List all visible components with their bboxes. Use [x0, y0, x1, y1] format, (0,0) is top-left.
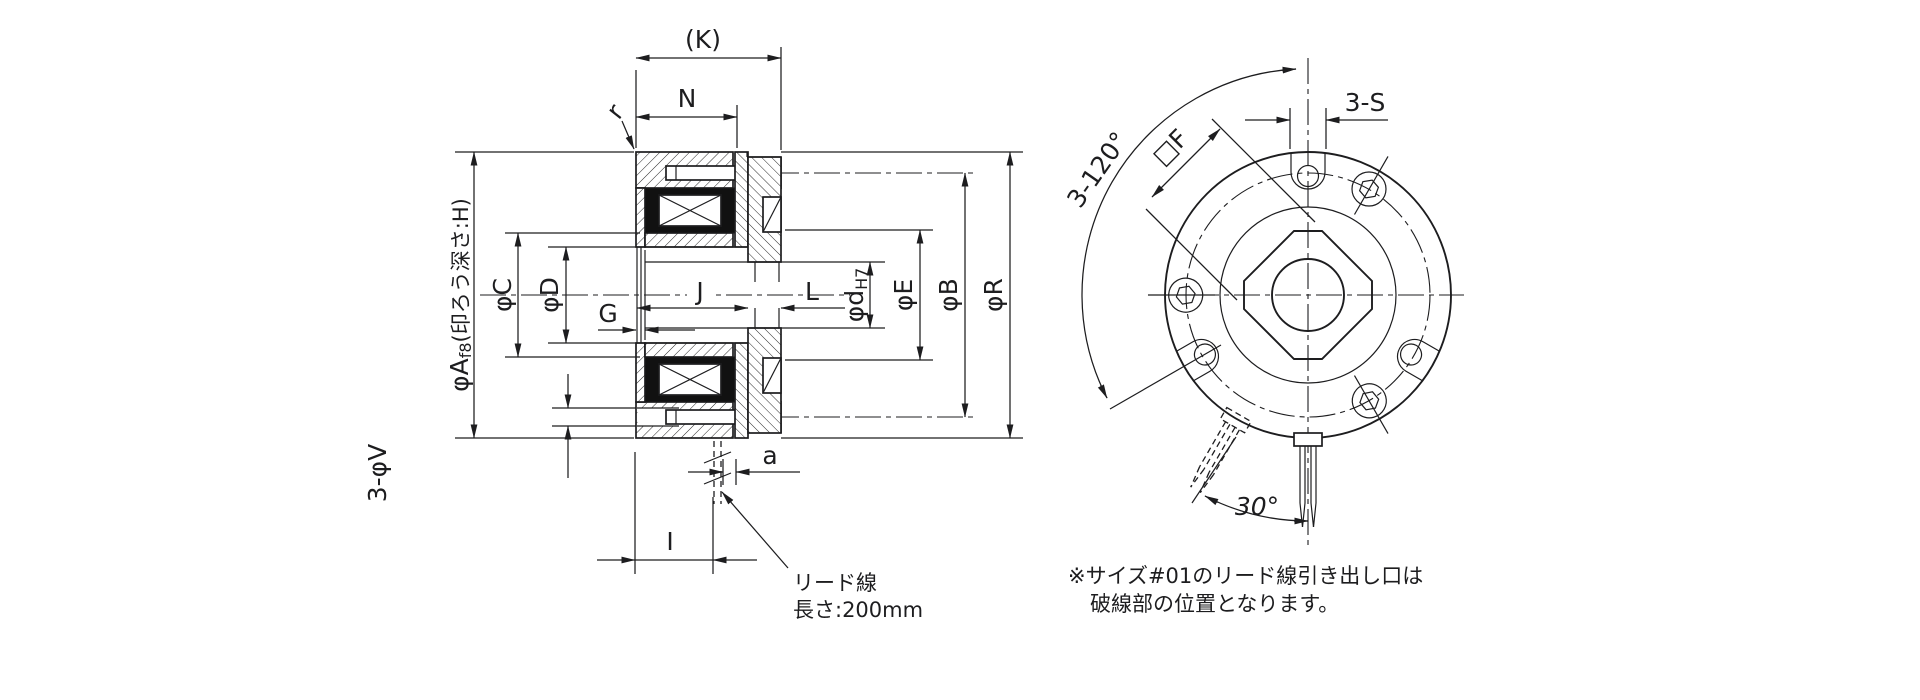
- dim-120-label: 3-120°: [1061, 127, 1134, 213]
- dim-V: 3-φV: [363, 374, 636, 502]
- socket-screw-2: [1351, 375, 1389, 434]
- mount-tab-2: [1396, 338, 1440, 382]
- dim-I-label: I: [666, 527, 673, 556]
- square-hub: [1243, 230, 1373, 360]
- section-view: (K) N r φAf8(印ろう深さ:H) φC: [363, 25, 1023, 622]
- dim-R: φR: [781, 151, 1023, 439]
- lead-note-line2: 長さ:200mm: [793, 598, 923, 622]
- dim-d-label: φdH7: [840, 268, 871, 323]
- radial-line-210: [1109, 344, 1222, 410]
- front-view: 3-120° □F 3-S: [1061, 58, 1464, 545]
- dim-S: 3-S: [1245, 88, 1388, 149]
- dim-V-label: 3-φV: [363, 444, 392, 503]
- footnote: ※サイズ#01のリード線引き出し口は 破線部の位置となります。: [1068, 564, 1423, 616]
- footnote-line2: 破線部の位置となります。: [1090, 592, 1339, 616]
- dim-N-label: N: [678, 84, 697, 113]
- dim-r: r: [600, 98, 635, 150]
- rotor-flange: [746, 152, 782, 434]
- bore-lines: [636, 246, 885, 344]
- center-bore: [1271, 258, 1345, 332]
- dim-L-label: L: [805, 277, 819, 306]
- dim-G: G: [598, 299, 695, 334]
- dim-J-label: J: [694, 277, 703, 306]
- dim-G-label: G: [598, 299, 617, 328]
- dim-I: I: [597, 452, 757, 574]
- dim-B-label: φB: [934, 278, 963, 312]
- dim-E: φE: [785, 229, 933, 361]
- dim-d: φdH7: [840, 261, 874, 329]
- lead-wire-note: リード線 長さ:200mm: [721, 491, 923, 622]
- lead-wires-solid: [1293, 432, 1323, 528]
- dim-30: 30°: [1191, 436, 1309, 525]
- dim-D: φD: [535, 246, 636, 344]
- dim-r-label: r: [600, 98, 630, 125]
- dim-30-label: 30°: [1235, 492, 1279, 521]
- dim-L: L: [780, 277, 845, 312]
- dim-a: a: [688, 441, 800, 485]
- dim-F-label: □F: [1147, 124, 1194, 171]
- dim-A-label: φAf8(印ろう深さ:H): [445, 198, 475, 392]
- dim-C-label: φC: [488, 278, 517, 312]
- footnote-line1: ※サイズ#01のリード線引き出し口は: [1068, 564, 1423, 588]
- dim-N: N: [635, 84, 738, 148]
- dim-B: φB: [934, 172, 969, 418]
- socket-screw-3: [1147, 277, 1216, 313]
- dim-a-label: a: [762, 441, 777, 470]
- dim-D-label: φD: [535, 277, 564, 313]
- dim-J: J: [636, 277, 749, 312]
- dim-A: φAf8(印ろう深さ:H): [445, 151, 634, 439]
- flange-circle: [1219, 206, 1397, 384]
- dim-S-label: 3-S: [1345, 88, 1386, 117]
- dim-E-label: φE: [889, 279, 918, 311]
- socket-screw-1: [1351, 156, 1389, 215]
- mount-tab-top: [1290, 153, 1326, 190]
- dim-R-label: φR: [979, 278, 1008, 312]
- dim-K: (K): [635, 25, 782, 150]
- lead-note-line1: リード線: [793, 571, 877, 595]
- dim-C: φC: [488, 232, 640, 358]
- dim-K-label: (K): [685, 25, 721, 54]
